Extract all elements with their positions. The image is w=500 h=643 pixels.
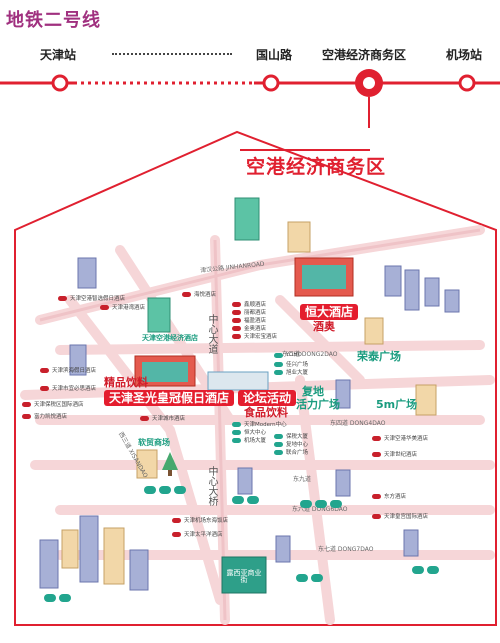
station-dot-konggang-inner bbox=[363, 77, 375, 89]
poi-green-7[interactable]: 恒大中心 bbox=[232, 428, 266, 436]
poi-red-12[interactable]: 天津城市酒店 bbox=[140, 414, 185, 422]
poi-red-0[interactable]: 天津空港智选假日酒店 bbox=[58, 294, 125, 302]
poi-green-4[interactable]: 复地中心 bbox=[274, 440, 308, 448]
road-label-dong2: 东二道 DONG2DAO bbox=[282, 351, 338, 358]
bus-stop-group-5 bbox=[296, 574, 323, 582]
poi-red-18[interactable]: 天津太平洋酒店 bbox=[172, 530, 223, 538]
label-luntan[interactable]: 论坛活动 bbox=[238, 390, 297, 406]
poi-red-10[interactable]: 天津保税区国际酒店 bbox=[22, 400, 84, 408]
bus-stop-group-6 bbox=[412, 566, 439, 574]
poi-red-14[interactable]: 天津世纪酒店 bbox=[372, 450, 417, 458]
bus-stop-group-1 bbox=[144, 486, 186, 494]
bus-stop-group-2 bbox=[232, 496, 259, 504]
poi-red-7[interactable]: 福盈酒店 bbox=[232, 316, 266, 324]
station-dot-jichang bbox=[458, 74, 476, 92]
poi-red-16[interactable]: 天津皇宫国际酒店 bbox=[372, 512, 428, 520]
road-label-dongjiu: 东九道 bbox=[293, 476, 312, 483]
label-jiuao: 酒奥 bbox=[313, 320, 335, 333]
road-label-dong6: 东六道 DONG6DAO bbox=[292, 506, 348, 513]
metro-line-graphic bbox=[0, 69, 500, 128]
station-label-konggang[interactable]: 空港经济商务区 bbox=[322, 48, 407, 62]
poi-green-0[interactable]: YOHO bbox=[274, 352, 302, 358]
station-label-guoshan[interactable]: 国山路 bbox=[256, 48, 293, 62]
station-label-jichang[interactable]: 机场站 bbox=[446, 48, 483, 62]
label-xijin-street[interactable]: 露西亚商业街 bbox=[226, 569, 262, 584]
label-fudi[interactable]: 复地 bbox=[302, 385, 324, 398]
label-hengda-hotel[interactable]: 恒大酒店 bbox=[300, 304, 359, 320]
poi-red-2[interactable]: 天津滨海假日酒店 bbox=[40, 366, 96, 374]
poi-green-8[interactable]: 机场大厦 bbox=[232, 436, 266, 444]
poi-red-1[interactable]: 天津港湾酒店 bbox=[100, 303, 145, 311]
label-main-hotel[interactable]: 天津圣光皇冠假日酒店 bbox=[104, 390, 235, 406]
poi-red-17[interactable]: 天津机场东海饭店 bbox=[172, 516, 228, 524]
poi-red-4[interactable]: 海悦酒店 bbox=[182, 290, 216, 298]
poi-red-9[interactable]: 天津宏宝酒店 bbox=[232, 332, 277, 340]
poi-green-3[interactable]: 保税大厦 bbox=[274, 432, 308, 440]
road-label-dong4: 东四道 DONG4DAO bbox=[330, 420, 386, 427]
poi-red-13[interactable]: 天津空港华美酒店 bbox=[372, 434, 428, 442]
page-title: 地铁二号线 bbox=[6, 10, 101, 31]
poi-red-6[interactable]: 丽都酒店 bbox=[232, 308, 266, 316]
label-rongtai[interactable]: 荣泰广场 bbox=[357, 350, 401, 363]
metro-line-strip: 天津站 国山路 空港经济商务区 机场站 bbox=[0, 38, 500, 128]
label-shipin: 食品饮料 bbox=[244, 406, 288, 419]
poi-green-5[interactable]: 联合广场 bbox=[274, 448, 308, 456]
poi-red-15[interactable]: 东方酒店 bbox=[372, 492, 406, 500]
poi-red-11[interactable]: 富力凯悦酒店 bbox=[22, 412, 67, 420]
bus-stop-group-3 bbox=[300, 500, 342, 508]
label-5m[interactable]: 5m广场 bbox=[376, 398, 418, 411]
road-label-dong7: 东七道 DONG7DAO bbox=[318, 546, 374, 553]
poi-green-2[interactable]: 旭业大厦 bbox=[274, 368, 308, 376]
label-huoli[interactable]: 活力广场 bbox=[296, 398, 340, 411]
bus-stop-group-4 bbox=[44, 594, 71, 602]
road-label-center-avenue: 中心大道 bbox=[206, 314, 217, 354]
poi-red-5[interactable]: 鑫顺酒店 bbox=[232, 300, 266, 308]
station-dot-tianjin bbox=[51, 74, 69, 92]
poi-green-6[interactable]: 天津Modern中心 bbox=[232, 420, 287, 428]
road-label-center-bridge: 中心大桥 bbox=[206, 466, 217, 506]
poi-red-8[interactable]: 金奥酒店 bbox=[232, 324, 266, 332]
label-airport-hotel[interactable]: 天津空港经济酒店 bbox=[142, 334, 198, 342]
district-title: 空港经济商务区 bbox=[246, 156, 387, 178]
label-jingpin: 精品饮料 bbox=[104, 376, 148, 389]
buildings bbox=[39, 197, 460, 594]
station-dot-guoshan bbox=[262, 74, 280, 92]
label-ruanmao[interactable]: 软贸商场 bbox=[138, 438, 170, 447]
poi-red-3[interactable]: 天津市宜必思酒店 bbox=[40, 384, 96, 392]
station-label-tianjin[interactable]: 天津站 bbox=[40, 48, 77, 62]
line-dotted-separator bbox=[112, 53, 232, 55]
poi-green-1[interactable]: 佳兴广场 bbox=[274, 360, 308, 368]
